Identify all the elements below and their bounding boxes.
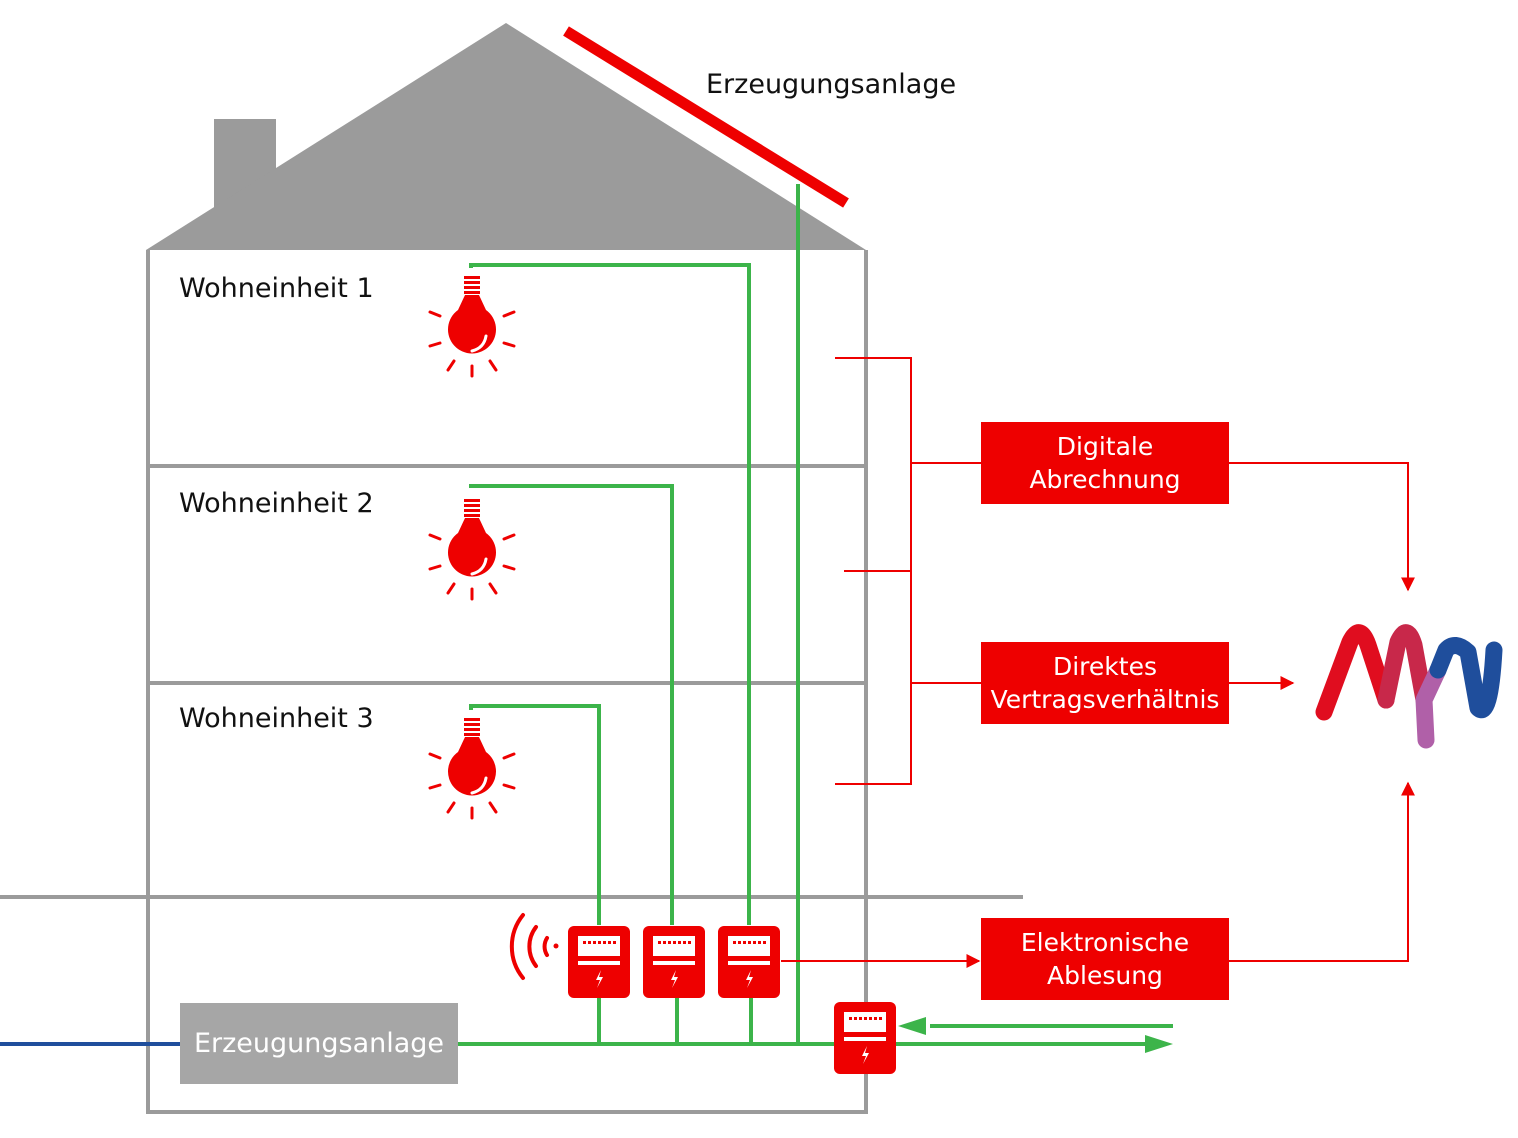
lightbulb-icon <box>428 716 516 820</box>
billing-to-logo <box>1229 462 1415 592</box>
house <box>0 23 1023 1114</box>
solar-panel <box>563 26 849 208</box>
digital-billing-box: Digitale Abrechnung <box>981 422 1229 504</box>
electronic-reading-line2: Ablesung <box>1047 961 1163 990</box>
power-lines <box>458 184 1173 1046</box>
electronic-reading-line1: Elektronische <box>1020 928 1190 957</box>
lightbulb-icon <box>428 497 516 601</box>
electricity-meter-icon <box>643 926 705 998</box>
direct-contract-line1: Direktes <box>1052 652 1157 681</box>
unit-label-3: Wohneinheit 3 <box>179 703 374 734</box>
unit-label-2: Wohneinheit 2 <box>179 488 374 519</box>
electricity-meter-icon <box>718 926 780 998</box>
roof <box>146 23 866 250</box>
roof-generator-label: Erzeugungsanlage <box>706 69 957 100</box>
digital-billing-line1: Digitale <box>1056 432 1154 461</box>
reading-to-logo <box>1229 781 1415 962</box>
lightbulb-icon <box>428 274 516 378</box>
electronic-reading-box: Elektronische Ablesung <box>981 918 1229 1000</box>
grid-meter-icon <box>834 1002 896 1074</box>
unit1-line <box>469 263 751 925</box>
generator-box: Erzeugungsanlage <box>180 1003 458 1084</box>
direct-contract-line2: Vertragsverhältnis <box>990 685 1220 714</box>
data-lines <box>781 357 1415 968</box>
company-logo <box>1315 624 1503 749</box>
unit-label-1: Wohneinheit 1 <box>179 273 374 304</box>
grid-export-arrow <box>1145 1035 1173 1053</box>
electricity-meter-icon <box>568 926 630 998</box>
unit2-line <box>469 484 674 925</box>
digital-billing-line2: Abrechnung <box>1029 465 1181 494</box>
wireless-signal-icon <box>509 913 559 980</box>
unit3-line <box>469 704 601 925</box>
grid-import-arrow <box>898 1017 926 1035</box>
direct-contract-box: Direktes Vertragsverhältnis <box>981 642 1229 724</box>
